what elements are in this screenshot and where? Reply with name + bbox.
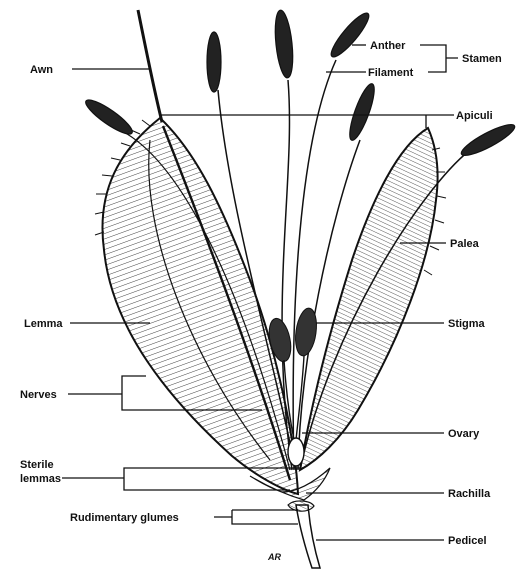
label-nerves: Nerves <box>20 389 57 401</box>
label-stamen: Stamen <box>462 53 502 65</box>
anther-6 <box>458 120 518 161</box>
anther-5 <box>345 81 379 142</box>
label-sterile-line1: Sterile <box>20 459 54 471</box>
label-rachilla: Rachilla <box>448 488 491 500</box>
anther-1 <box>82 95 136 139</box>
label-pedicel: Pedicel <box>448 535 487 547</box>
anther-2 <box>207 32 221 92</box>
label-lemma: Lemma <box>24 318 63 330</box>
label-palea: Palea <box>450 238 480 250</box>
label-filament: Filament <box>368 67 414 79</box>
ovary-shape <box>288 438 304 466</box>
label-rudimentary-glumes: Rudimentary glumes <box>70 512 179 524</box>
rudimentary-glumes-bracket <box>214 510 298 524</box>
label-stigma: Stigma <box>448 318 486 330</box>
pedicel-stalk <box>296 505 320 568</box>
stigma-2 <box>293 307 319 357</box>
artist-mark: AR <box>267 552 281 562</box>
lemma-shape <box>102 118 298 494</box>
anther-3 <box>272 9 295 78</box>
label-apiculi: Apiculi <box>456 110 493 122</box>
label-awn: Awn <box>30 64 53 76</box>
label-anther: Anther <box>370 40 406 52</box>
awn-shape <box>138 10 162 122</box>
label-ovary: Ovary <box>448 428 480 440</box>
stamen-bracket <box>420 45 458 72</box>
anther-4 <box>327 9 374 61</box>
palea-shape <box>300 128 438 470</box>
label-sterile-line2: lemmas <box>20 473 61 485</box>
